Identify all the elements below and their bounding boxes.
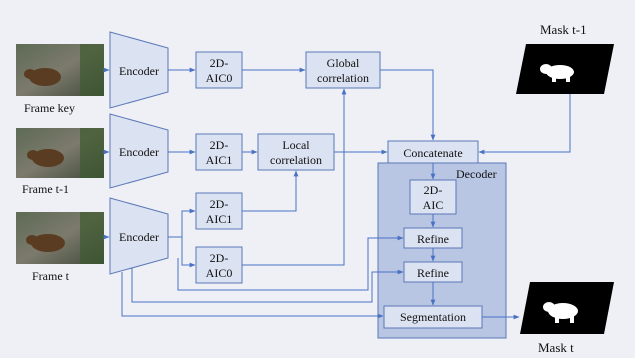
aic0-top-line2: AIC0 [206, 71, 233, 85]
aic0-low-line2: AIC0 [206, 266, 233, 280]
aic0-top-box [195, 51, 243, 89]
frame-t-image [16, 212, 104, 264]
refine-1-label: Refine [417, 232, 449, 246]
encoder-t-minus-1-label: Encoder [119, 145, 159, 159]
connectors [103, 67, 571, 320]
global-correlation-box [305, 51, 381, 89]
aic1-mid-line2: AIC1 [206, 153, 233, 167]
aic0-top-line1: 2D- [210, 56, 229, 70]
decoder-title: Decoder [456, 167, 497, 181]
local-correlation-line1: Local [282, 138, 310, 152]
aic0-low-line1: 2D- [210, 251, 229, 265]
decoder-aic-line2: AIC [423, 198, 444, 212]
frame-t-minus-1-label: Frame t-1 [22, 182, 69, 196]
aic1-low-box [195, 192, 243, 230]
decoder-aic-line1: 2D- [424, 183, 443, 197]
global-correlation-line2: correlation [317, 71, 369, 85]
aic1-mid-box [195, 133, 243, 171]
refine-2-label: Refine [417, 266, 449, 280]
local-correlation-line2: correlation [270, 153, 322, 167]
aic1-mid-line1: 2D- [210, 138, 229, 152]
mask-output-image [520, 282, 614, 334]
frame-key-image [16, 44, 104, 96]
concatenate-label: Concatenate [403, 146, 462, 160]
aic1-low-line2: AIC1 [206, 212, 233, 226]
mask-output-label: Mask t [538, 340, 574, 355]
aic0-low-box [195, 246, 243, 284]
frame-t-minus-1-image [16, 128, 104, 178]
encoder-t [109, 197, 169, 275]
frame-t-label: Frame t [32, 269, 70, 283]
encoder-t-minus-1 [109, 113, 169, 189]
encoder-key [109, 31, 169, 109]
aic1-low-line1: 2D- [210, 197, 229, 211]
local-correlation-box [257, 133, 335, 171]
frame-key-label: Frame key [24, 101, 75, 115]
encoder-t-label: Encoder [119, 230, 159, 244]
mask-input-label: Mask t-1 [540, 22, 587, 37]
global-correlation-line1: Global [327, 56, 360, 70]
segmentation-label: Segmentation [400, 310, 466, 324]
encoder-key-label: Encoder [119, 64, 159, 78]
mask-input-image [516, 44, 614, 94]
